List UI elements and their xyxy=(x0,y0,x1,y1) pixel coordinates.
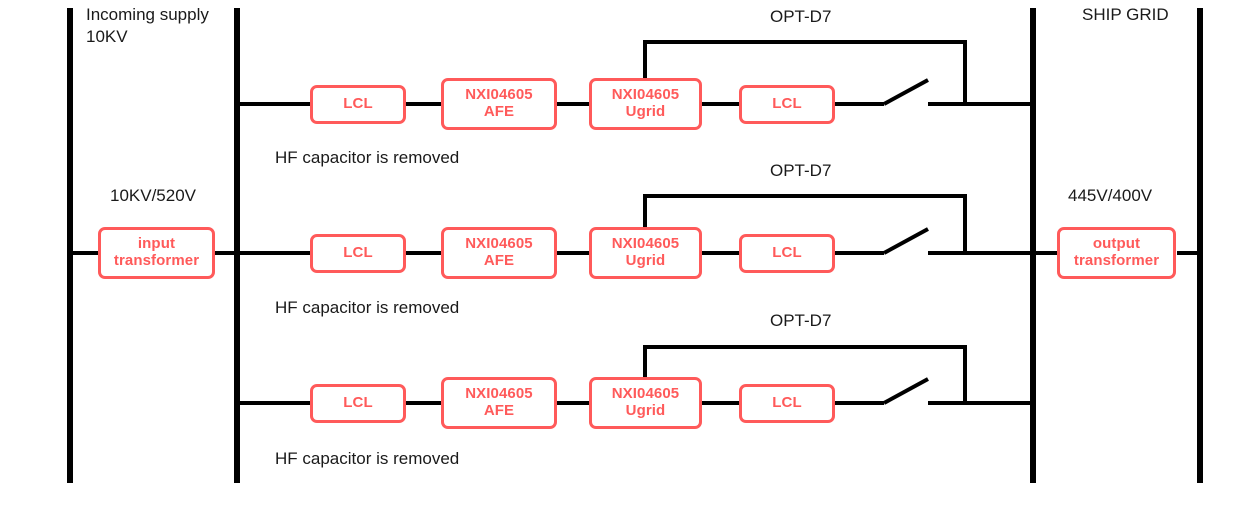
branch3-switch-blade xyxy=(883,377,929,405)
output-transformer-block[interactable]: output transformer xyxy=(1057,227,1176,279)
label-incoming-supply: Incoming supply 10KV xyxy=(86,5,209,47)
input-transformer-block[interactable]: input transformer xyxy=(98,227,215,279)
branch1-bypass-opt-d7 xyxy=(643,40,967,104)
branch3-lcl-output-block[interactable]: LCL xyxy=(739,384,835,423)
branch1-lcl-input-block[interactable]: LCL xyxy=(310,85,406,124)
note-hf-capacitor-branch1: HF capacitor is removed xyxy=(275,148,460,167)
branch1-lcl-output-block[interactable]: LCL xyxy=(739,85,835,124)
branch2-lcl-input-block[interactable]: LCL xyxy=(310,234,406,273)
branch2-ugrid-block[interactable]: NXI04605 Ugrid xyxy=(589,227,702,279)
branch1-ugrid-block[interactable]: NXI04605 Ugrid xyxy=(589,78,702,130)
branch3-lcl-input-block[interactable]: LCL xyxy=(310,384,406,423)
label-ship-grid: SHIP GRID xyxy=(1082,5,1169,24)
branch2-afe-block[interactable]: NXI04605 AFE xyxy=(441,227,557,279)
note-hf-capacitor-branch2: HF capacitor is removed xyxy=(275,298,460,317)
branch3-ugrid-block[interactable]: NXI04605 Ugrid xyxy=(589,377,702,429)
label-input-transformer-ratio: 10KV/520V xyxy=(110,186,197,205)
note-hf-capacitor-branch3: HF capacitor is removed xyxy=(275,449,460,468)
branch2-switch-blade xyxy=(883,227,929,255)
label-output-transformer-ratio: 445V/400V xyxy=(1068,186,1153,205)
label-opt-d7-branch3: OPT-D7 xyxy=(770,311,832,330)
label-opt-d7-branch2: OPT-D7 xyxy=(770,161,832,180)
branch2-bypass-opt-d7 xyxy=(643,194,967,253)
branch3-bypass-opt-d7 xyxy=(643,345,967,403)
branch2-lcl-output-block[interactable]: LCL xyxy=(739,234,835,273)
label-opt-d7-branch1: OPT-D7 xyxy=(770,7,832,26)
branch1-switch-blade xyxy=(883,78,929,106)
branch3-afe-block[interactable]: NXI04605 AFE xyxy=(441,377,557,429)
branch1-afe-block[interactable]: NXI04605 AFE xyxy=(441,78,557,130)
